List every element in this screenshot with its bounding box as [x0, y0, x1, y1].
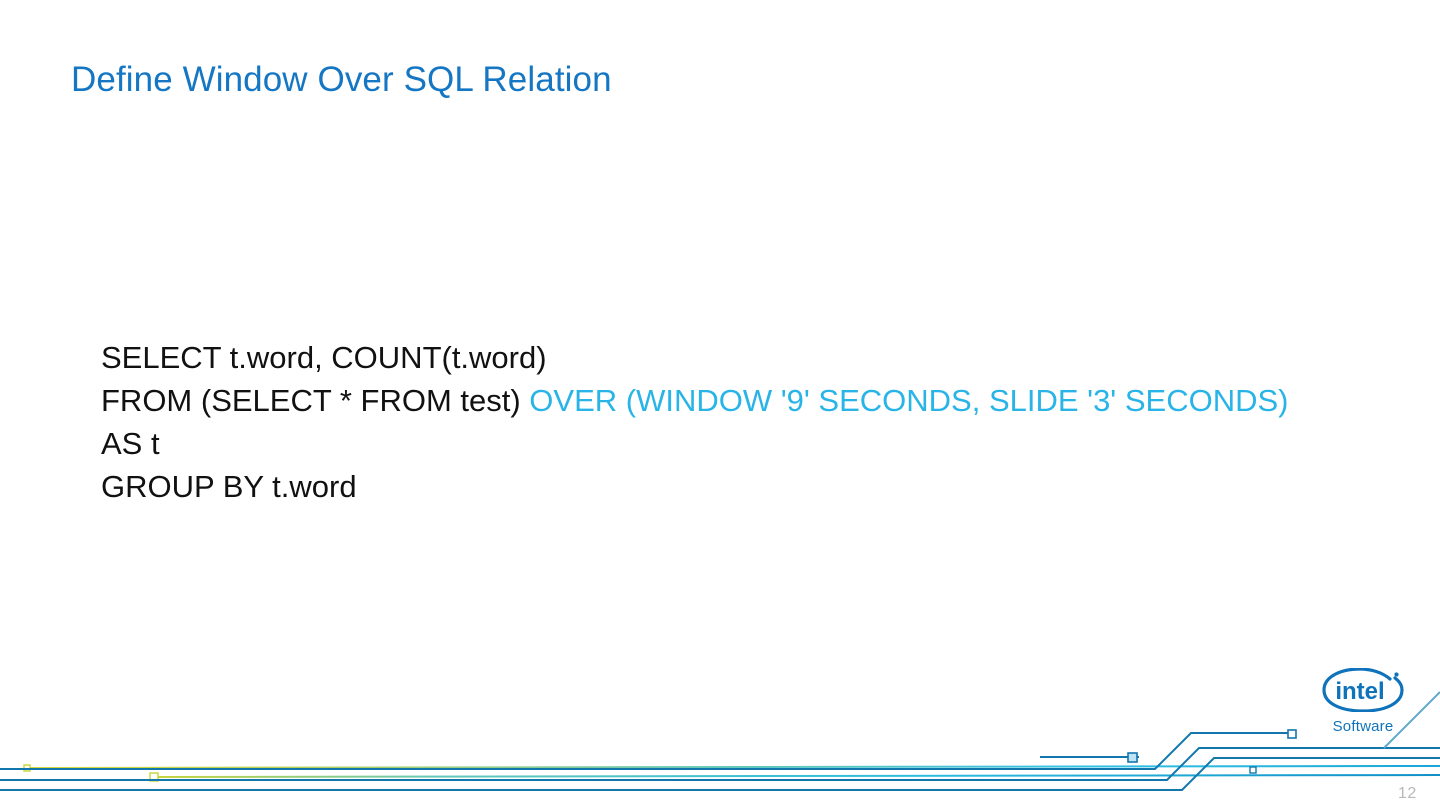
page-title: Define Window Over SQL Relation — [71, 60, 612, 99]
sql-line: GROUP BY t.word — [101, 465, 1288, 508]
page-number: 12 — [1398, 785, 1417, 802]
sql-code-block: SELECT t.word, COUNT(t.word) FROM (SELEC… — [101, 336, 1288, 508]
sql-segment-highlight: OVER (WINDOW '9' SECONDS, SLIDE '3' SECO… — [529, 383, 1289, 418]
trace-step-bottom — [0, 757, 1440, 791]
trace-node-square — [1127, 752, 1138, 763]
sql-segment: SELECT t.word, COUNT(t.word) — [101, 340, 547, 375]
trace-step-middle — [0, 747, 1440, 781]
sql-segment: GROUP BY t.word — [101, 469, 357, 504]
intel-software-logo: intel Software — [1320, 667, 1406, 746]
intel-swirl-icon: intel — [1322, 667, 1404, 713]
sql-line: AS t — [101, 422, 1288, 465]
sql-line: SELECT t.word, COUNT(t.word) — [101, 336, 1288, 379]
trace-node-square — [1287, 729, 1297, 739]
trace-long-lower — [153, 774, 1440, 778]
trace-long-upper — [26, 765, 1440, 769]
intel-logo-subtitle: Software — [1332, 718, 1394, 735]
intel-wordmark: intel — [1335, 678, 1384, 705]
sql-segment: FROM (SELECT * FROM test) — [101, 383, 530, 418]
trace-step-top — [0, 732, 1291, 770]
trace-node-square-small — [1249, 766, 1257, 774]
sql-segment: AS t — [101, 426, 160, 461]
registered-mark-icon — [1394, 672, 1399, 677]
trace-node-square — [23, 764, 31, 772]
intel-logo-mark: intel — [1320, 667, 1406, 713]
sql-line: FROM (SELECT * FROM test) OVER (WINDOW '… — [101, 379, 1288, 422]
trace-node-square — [149, 772, 159, 782]
